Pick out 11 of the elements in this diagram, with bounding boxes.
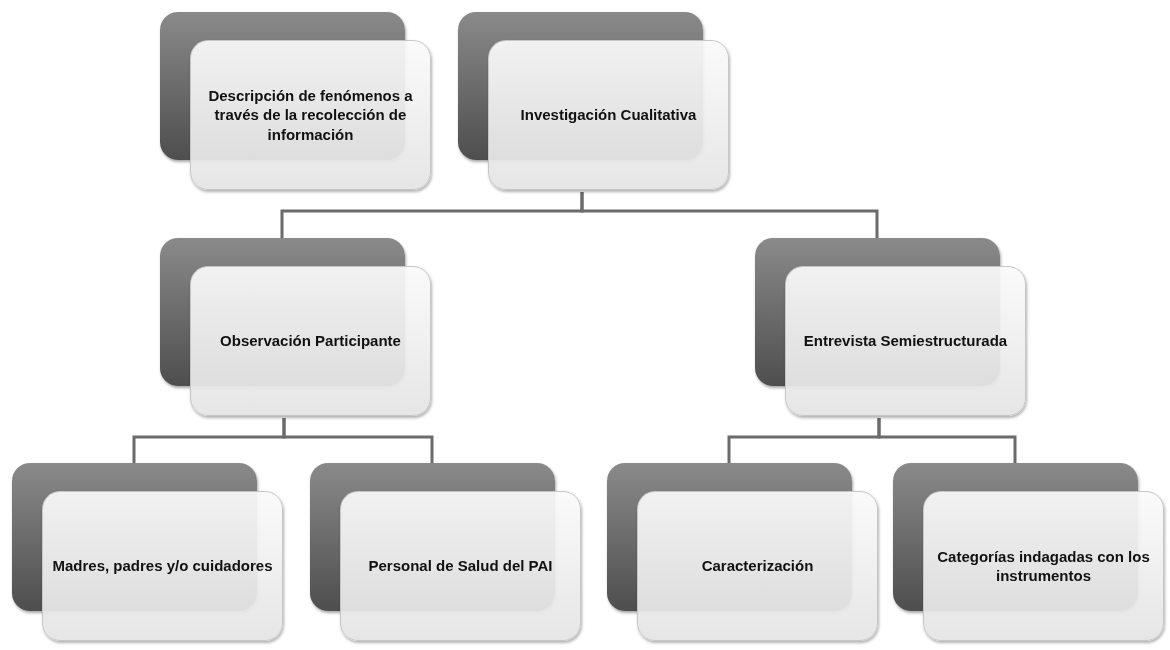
box-label: Personal de Salud del PAI bbox=[368, 556, 553, 576]
box-label: Madres, padres y/o cuidadores bbox=[52, 556, 273, 576]
connector-line bbox=[580, 192, 879, 238]
box-label: Caracterización bbox=[701, 556, 814, 576]
box-label: Entrevista Semiestructurada bbox=[803, 331, 1008, 351]
box-label: Investigación Cualitativa bbox=[520, 105, 697, 125]
box-label: Descripción de fenómenos a través de la recolección de información bbox=[207, 85, 414, 145]
box-label: Observación Participante bbox=[220, 331, 401, 351]
box-label: Categorías indagadas con los instrumentos bbox=[936, 546, 1151, 586]
connector-line bbox=[877, 418, 1017, 463]
connector-line bbox=[282, 418, 434, 463]
